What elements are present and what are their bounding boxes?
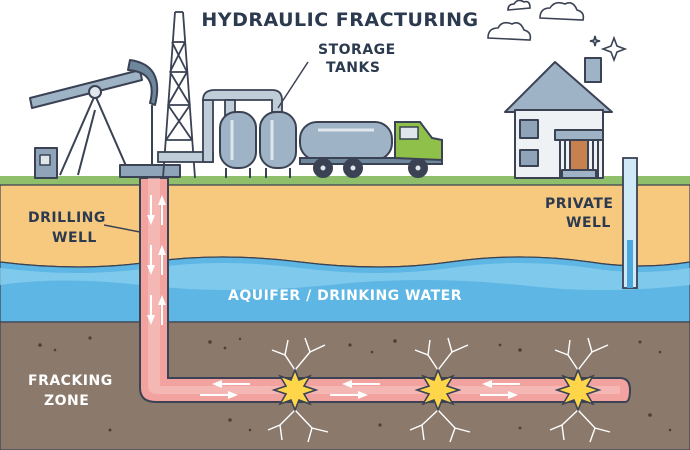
fracking-zone-label-line2: ZONE [44, 393, 89, 409]
storage-tank-icon [219, 111, 297, 178]
private-well-label-line2: WELL [566, 215, 611, 231]
fracture-cracks [267, 337, 611, 443]
storage-tanks-label-line1: STORAGE [318, 42, 396, 58]
cloud-icon [487, 0, 585, 41]
surface-pipes [157, 89, 283, 163]
drilling-well-leader [103, 224, 141, 233]
flow-arrows [147, 195, 520, 399]
fracking-zone-label-line1: FRACKING [28, 373, 113, 389]
derrick-tower-icon [162, 11, 196, 179]
aquifer-highlight [0, 263, 690, 290]
tanker-truck-icon [299, 121, 443, 178]
ground-surface [0, 176, 690, 186]
rock-speckles [38, 336, 672, 432]
diagram-title: HYDRAULIC FRACTURING [201, 9, 478, 31]
sparkle-icon [589, 35, 628, 63]
fracture-burst-icon [271, 367, 602, 413]
drilling-well-label-line2: WELL [52, 230, 97, 246]
private-well-label-line1: PRIVATE [545, 196, 614, 212]
aquifer-label: AQUIFER / DRINKING WATER [228, 288, 462, 304]
private-well-shaft [622, 157, 638, 289]
drilling-well-label-line1: DRILLING [28, 210, 106, 226]
storage-tanks-leader [277, 61, 309, 109]
storage-tanks-label-line2: TANKS [326, 60, 380, 76]
house-icon [504, 57, 613, 179]
pumpjack-icon [29, 59, 181, 179]
